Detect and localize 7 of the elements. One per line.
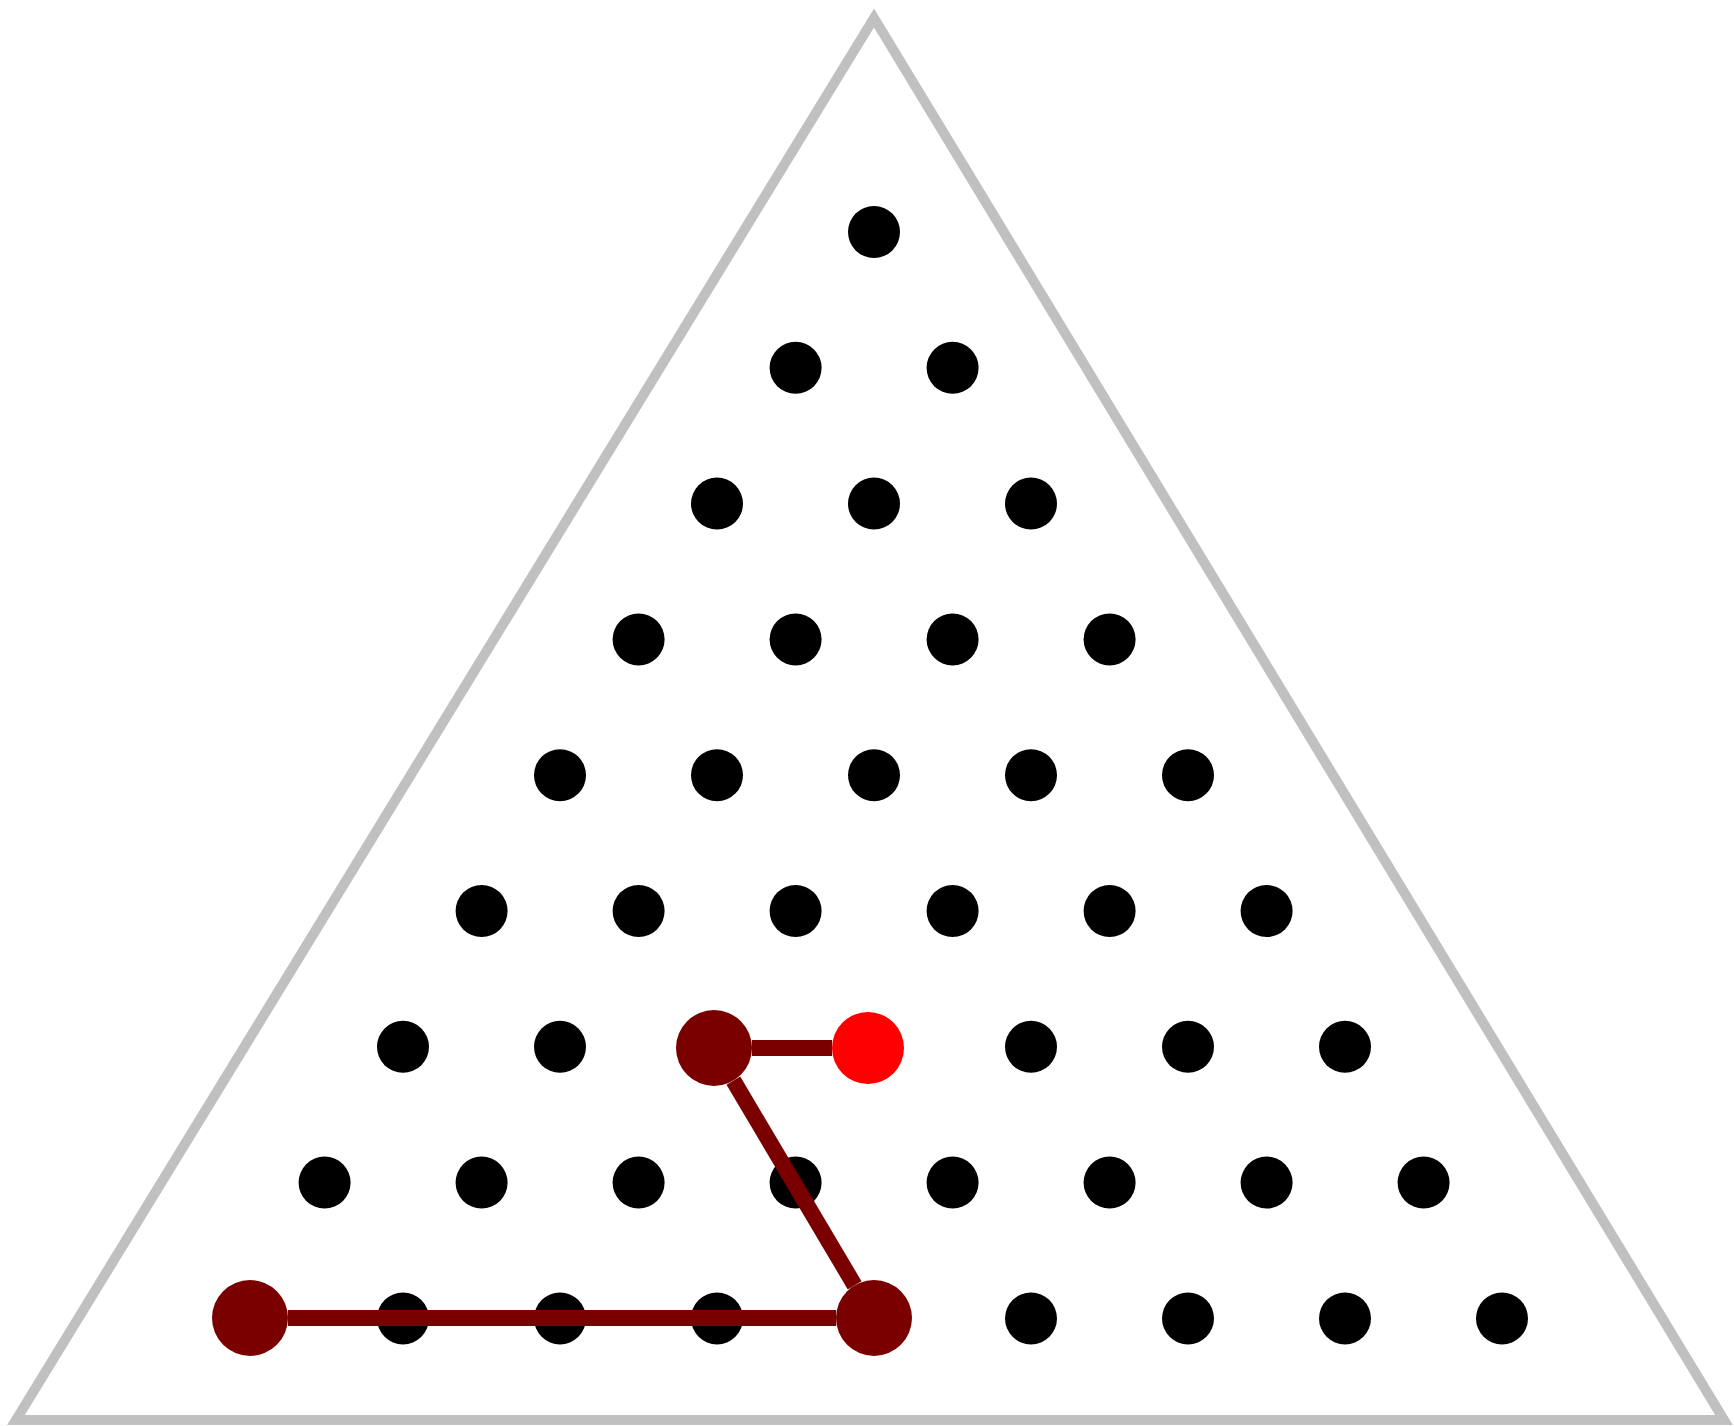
path-line [288, 1310, 836, 1326]
current-peg-dot [832, 1012, 904, 1084]
path-line [752, 1040, 832, 1056]
path-peg-dot [212, 1280, 288, 1356]
path-peg-dot [836, 1280, 912, 1356]
path-peg-dot [676, 1010, 752, 1086]
path-line [726, 1076, 862, 1290]
